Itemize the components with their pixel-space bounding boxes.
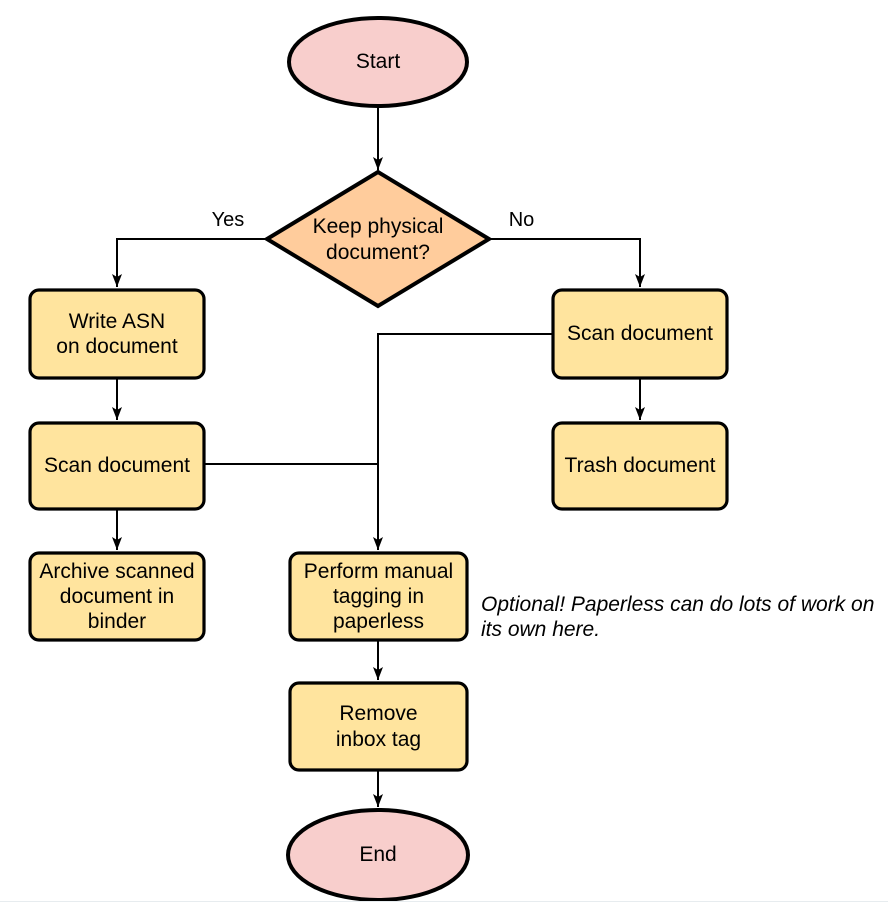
edge-decision-no-to-scan-right <box>489 238 645 287</box>
trash-box-shape <box>551 421 729 511</box>
start-terminator-shape <box>287 16 469 108</box>
decision-diamond-shape <box>263 169 493 309</box>
write-asn-box-shape <box>28 288 206 380</box>
edge-decision-yes-to-write-asn <box>112 238 267 287</box>
end-terminator-shape <box>286 808 470 902</box>
perform-box-shape <box>288 551 469 642</box>
bottom-divider <box>0 901 888 902</box>
scan-right-box-shape <box>551 288 729 380</box>
scan-left-box-shape <box>28 421 206 511</box>
optional-note: Optional! Paperless can do lots of work … <box>481 593 875 642</box>
remove-box-shape <box>288 681 469 772</box>
edge-scan-right-to-perform <box>373 333 553 550</box>
archive-box-shape <box>28 551 206 642</box>
